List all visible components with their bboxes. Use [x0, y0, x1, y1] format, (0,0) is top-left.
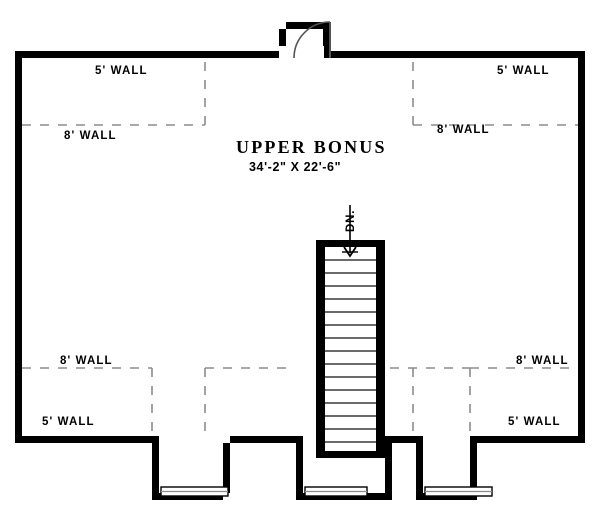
- window-center: [304, 486, 368, 497]
- dashed-wall-height-lines: [22, 62, 578, 434]
- wall-label-bottom-right-8ft: 8' WALL: [516, 355, 569, 367]
- stair-footer-bottom: [316, 451, 385, 458]
- stair-stringer-left: [316, 240, 325, 458]
- stair-arrow-head: [343, 246, 357, 258]
- door-swing-arc: [293, 21, 331, 59]
- stair-direction-arrow: [342, 205, 358, 258]
- exterior-walls: [15, 22, 585, 500]
- stair-well: [325, 247, 376, 451]
- entry-door: [293, 21, 331, 59]
- room-name-label: UPPER BONUS: [236, 137, 387, 157]
- stair-direction-label: DN.: [345, 209, 357, 232]
- window-left: [160, 486, 229, 497]
- window-right: [424, 486, 493, 497]
- room-dimension-label: 34'-2" X 22'-6": [249, 160, 342, 174]
- wall-label-bottom-left-8ft: 8' WALL: [60, 355, 113, 367]
- stair-treads: [325, 259, 376, 443]
- wall-label-bottom-left-5ft: 5' WALL: [42, 416, 95, 428]
- wall-label-top-right-8ft: 8' WALL: [437, 124, 490, 136]
- stair-run: [316, 205, 385, 458]
- wall-label-bottom-right-5ft: 5' WALL: [508, 416, 561, 428]
- wall-label-top-left-8ft: 8' WALL: [64, 130, 117, 142]
- exterior-wall-band: [15, 22, 585, 500]
- door-opening-gap: [279, 46, 324, 62]
- stair-stringer-right: [376, 240, 385, 458]
- wall-label-top-right-5ft: 5' WALL: [497, 65, 550, 77]
- windows: [160, 486, 493, 497]
- wall-label-top-left-5ft: 5' WALL: [95, 65, 148, 77]
